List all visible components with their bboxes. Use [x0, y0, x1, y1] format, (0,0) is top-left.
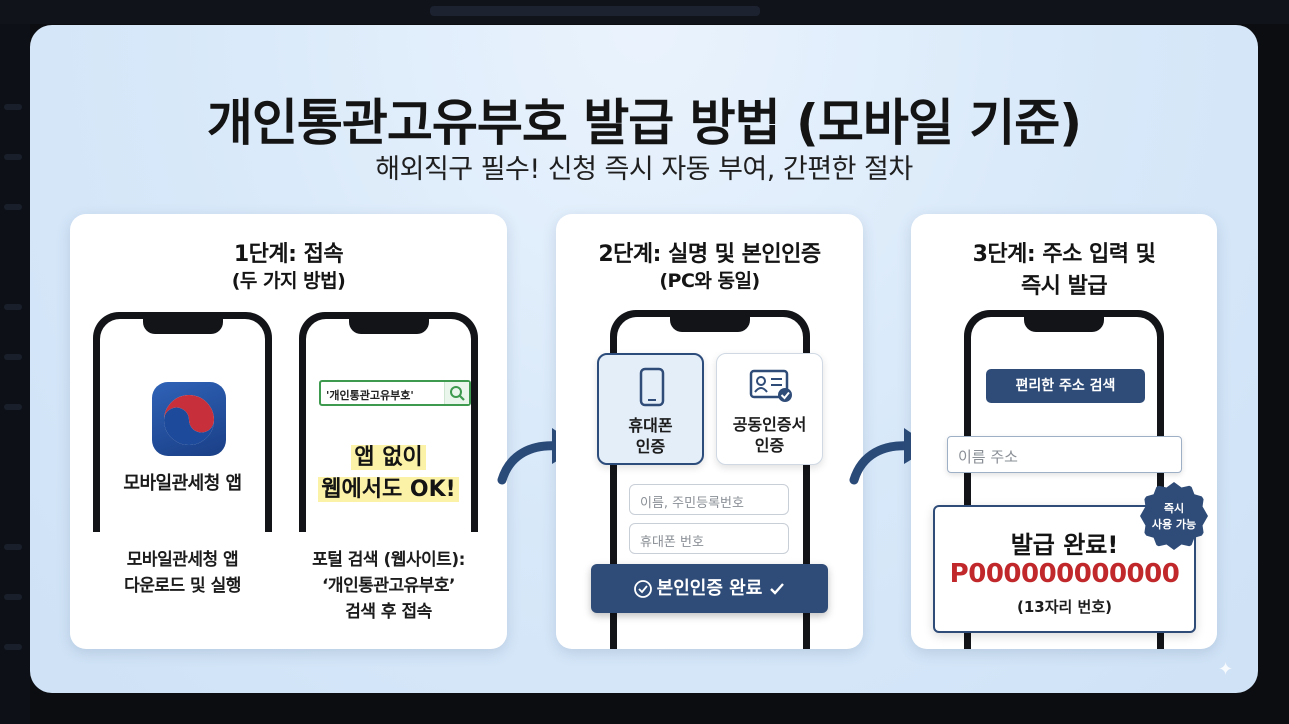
mobile-phone-icon	[639, 367, 665, 407]
phone-auth-option[interactable]: 휴대폰 인증	[597, 353, 704, 465]
step3-title-line2: 즉시 발급	[1020, 274, 1108, 299]
certificate-auth-option[interactable]: 공동인증서 인증	[716, 353, 823, 465]
step1-panel: 1단계: 접속 (두 가지 방법) 모바일관세청 앱 '개인통관고유부호'	[70, 214, 507, 649]
address-search-button[interactable]: 편리한 주소 검색	[986, 369, 1145, 403]
phone-number-field[interactable]: 휴대폰 번호	[629, 523, 789, 554]
issued-title: 발급 완료!	[1010, 531, 1119, 559]
check-circle-icon	[633, 580, 652, 598]
infographic-card: 개인통관고유부호 발급 방법 (모바일 기준) 해외직구 필수! 신청 즉시 자…	[30, 25, 1258, 693]
customs-code-number: P000000000000	[949, 559, 1180, 589]
portal-search-input[interactable]: '개인통관고유부호'	[319, 380, 471, 406]
check-icon	[770, 583, 785, 595]
address-field[interactable]: 이름 주소	[947, 436, 1182, 473]
step1-caption-left: 모바일관세청 앱 다운로드 및 실행	[124, 550, 241, 596]
step2-panel: 2단계: 실명 및 본인인증 (PC와 동일) 휴대폰 인증	[556, 214, 863, 649]
issued-note: (13자리 번호)	[1016, 598, 1112, 616]
step1-caption-right: 포털 검색 (웹사이트): ‘개인통관고유부호’ 검색 후 접속	[312, 550, 465, 622]
step3-title-line1: 3단계: 주소 입력 및	[972, 242, 1156, 267]
page-title: 개인통관고유부호 발급 방법 (모바일 기준)	[206, 94, 1082, 152]
search-query: '개인통관고유부호'	[326, 389, 414, 402]
step1-subtitle: (두 가지 방법)	[231, 270, 346, 292]
phone-app: 모바일관세청 앱	[93, 312, 272, 532]
step2-subtitle: (PC와 동일)	[659, 270, 760, 292]
background-window-bar	[0, 0, 1289, 24]
step2-title: 2단계: 실명 및 본인인증	[598, 242, 821, 267]
page-subtitle: 해외직구 필수! 신청 즉시 자동 부여, 간편한 절차	[375, 154, 913, 185]
step1-title: 1단계: 접속	[233, 242, 344, 267]
highlight-line1: 앱 없이	[306, 439, 471, 471]
phone-web: '개인통관고유부호' 앱 없이 웹에서도 OK!	[299, 312, 478, 532]
id-certificate-icon	[749, 369, 792, 402]
app-label: 모바일관세청 앱	[123, 473, 242, 494]
sparkle-icon: ✦	[1218, 659, 1234, 680]
highlight-line2: 웹에서도 OK!	[306, 471, 471, 503]
background-window-sidebar	[0, 24, 30, 724]
step3-panel: 3단계: 주소 입력 및 즉시 발급 편리한 주소 검색 이름 주소 발급 완료…	[911, 214, 1217, 649]
name-id-field[interactable]: 이름, 주민등록번호	[629, 484, 789, 515]
korea-customs-taegeuk-icon[interactable]	[152, 382, 226, 456]
auth-complete-button[interactable]: 본인인증 완료	[591, 564, 828, 613]
search-icon[interactable]	[444, 382, 469, 404]
